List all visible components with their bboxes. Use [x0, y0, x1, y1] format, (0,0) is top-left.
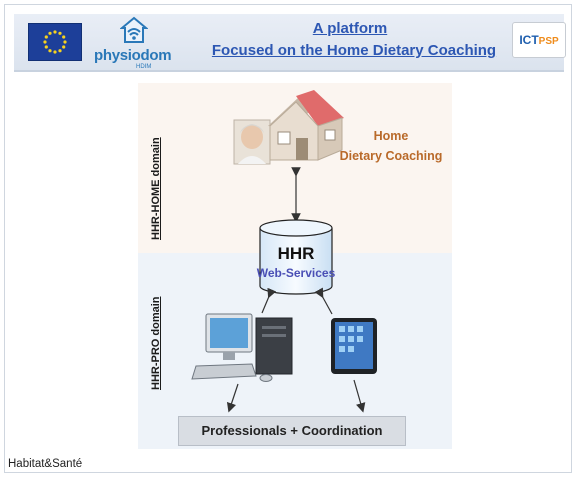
title-line-1: A platform — [312, 20, 388, 37]
ict-psp-logo-icon: ICTPSP — [512, 22, 566, 58]
hhr-subtitle: Web-Services — [256, 266, 336, 280]
home-caption-line-2: Dietary Coaching — [339, 149, 443, 163]
database-cylinder-icon — [259, 219, 333, 295]
home-caption-line-1: Home — [373, 129, 409, 143]
tablet-icon — [331, 318, 377, 374]
footer-text: Habitat&Santé — [8, 458, 83, 470]
elderly-person-icon — [233, 119, 271, 165]
ict-logo-main: ICT — [519, 33, 539, 47]
logo-name: physiodom — [94, 47, 172, 64]
desktop-pro-arrow — [226, 383, 239, 413]
hhr-desktop-arrow — [261, 287, 277, 314]
logo-sub: HDIM — [136, 64, 152, 70]
ict-logo-suffix: PSP — [538, 36, 559, 47]
eu-flag-icon — [28, 23, 82, 61]
hhr-title: HHR — [277, 244, 315, 263]
professionals-box: Professionals + Coordination — [178, 416, 406, 446]
header-band: physiodom HDIM A platform Focused on the… — [14, 14, 566, 72]
home-caption: Home Dietary Coaching — [336, 126, 446, 166]
hhr-tablet-arrow — [314, 287, 333, 315]
title-line-2: Focused on the Home Dietary Coaching — [211, 42, 497, 59]
tablet-pro-arrow — [353, 379, 366, 413]
house-icon — [268, 90, 344, 161]
physiodom-logo-icon — [119, 16, 149, 51]
desktop-computer-icon — [191, 313, 293, 382]
